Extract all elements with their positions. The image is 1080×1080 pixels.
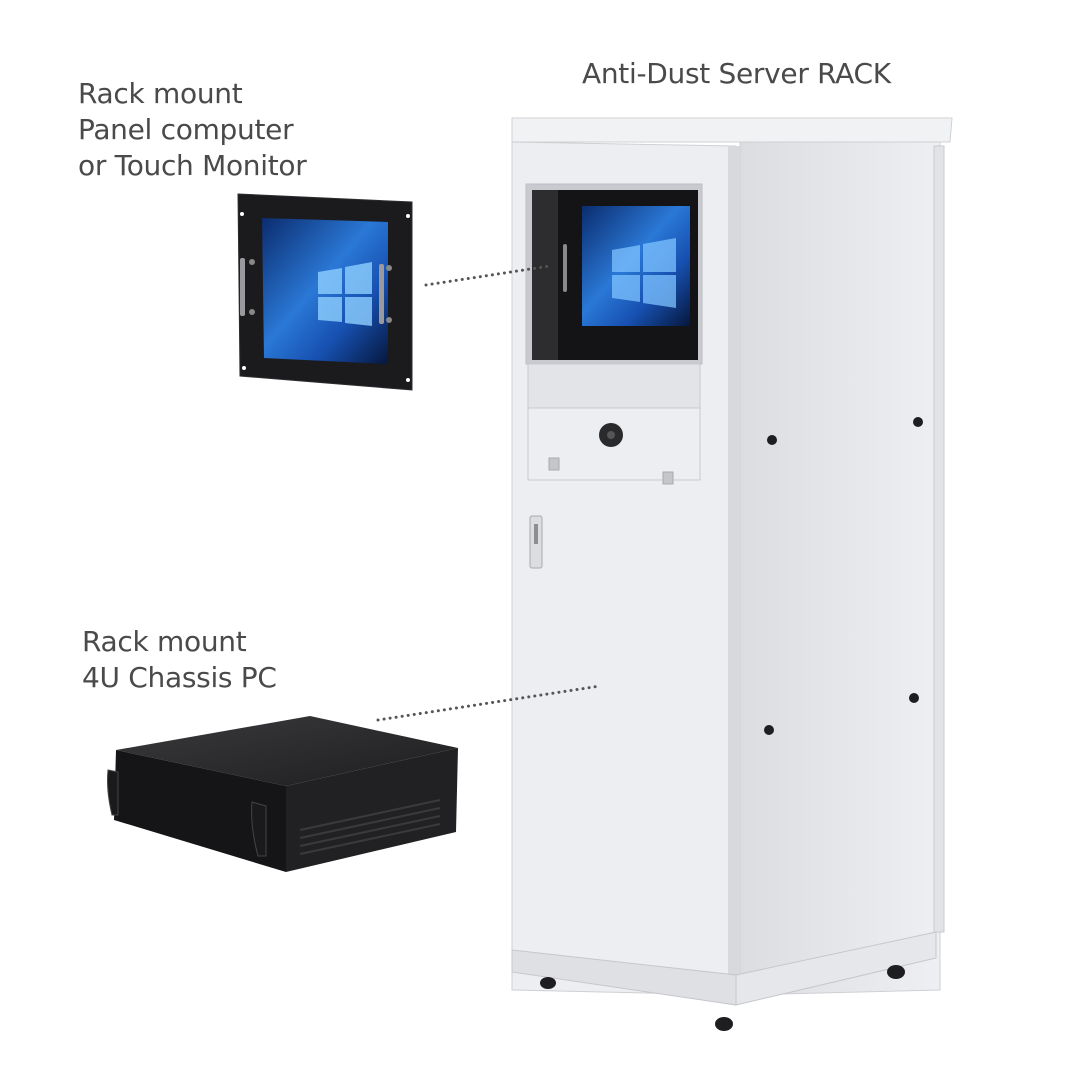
rack-top-cap — [511, 117, 953, 143]
chassis-right-handle-icon — [251, 801, 267, 857]
rack-screw-icon — [909, 693, 919, 703]
rack-hinge-icon — [548, 457, 560, 471]
rack-title: Anti-Dust Server RACK — [582, 56, 891, 92]
panel-label-line-1: Rack mount — [78, 77, 243, 110]
chassis-pc-label: Rack mount 4U Chassis PC — [82, 624, 277, 696]
chassis-label-line-2: 4U Chassis PC — [82, 661, 277, 694]
chassis-leader-line — [376, 684, 602, 722]
chassis-label-line-1: Rack mount — [82, 625, 247, 658]
rack-title-text: Anti-Dust Server RACK — [582, 57, 891, 90]
server-rack — [511, 117, 953, 1031]
rack-caster-icon — [887, 965, 905, 979]
rack-monitor-handle-icon — [563, 244, 567, 292]
panel-windows-logo-icon — [318, 268, 342, 294]
panel-label-line-2: Panel computer — [78, 113, 294, 146]
panel-left-handle-icon — [240, 258, 245, 316]
chassis-top — [116, 716, 458, 786]
rack-door-edge — [728, 146, 740, 994]
panel-label-line-3: or Touch Monitor — [78, 149, 307, 182]
rack-caster-icon — [540, 977, 556, 989]
chassis-pc-device — [107, 716, 458, 872]
rack-hinge-icon — [662, 471, 674, 485]
rack-screw-icon — [913, 417, 923, 427]
chassis-front — [114, 750, 286, 872]
rack-caster-icon — [715, 1017, 733, 1031]
panel-right-handle-icon — [379, 264, 384, 324]
panel-computer-device — [237, 193, 413, 391]
panel-computer-label: Rack mount Panel computer or Touch Monit… — [78, 76, 307, 184]
chassis-side — [286, 748, 458, 872]
panel-leader-line — [424, 264, 552, 287]
chassis-vent-icon — [299, 799, 441, 855]
rack-screw-icon — [767, 435, 777, 445]
rack-side-panel — [739, 141, 941, 996]
windows-logo-icon — [612, 245, 640, 272]
rack-base-side — [735, 931, 937, 1006]
rack-side-edge — [933, 145, 945, 933]
chassis-left-handle-icon — [107, 769, 119, 816]
rack-screw-icon — [764, 725, 774, 735]
